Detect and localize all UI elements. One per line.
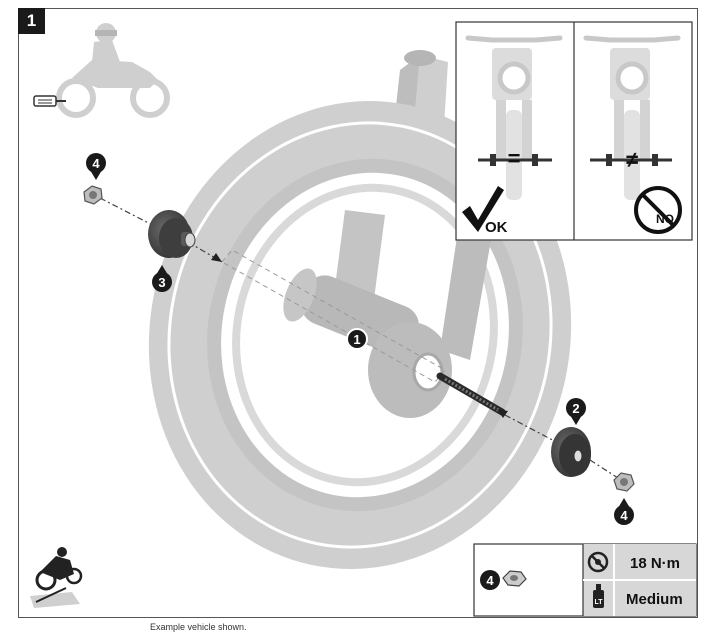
svg-text:NO: NO xyxy=(656,212,674,226)
nut-left xyxy=(83,185,103,205)
axle-path-ghost xyxy=(221,249,446,383)
svg-text:4: 4 xyxy=(92,156,100,171)
alignment-inset: = OK ≠ NO xyxy=(455,21,693,241)
aligned-fork-panel: = OK xyxy=(462,35,563,236)
svg-text:2: 2 xyxy=(572,401,579,416)
nut-icon xyxy=(502,570,527,587)
svg-text:OK: OK xyxy=(485,219,508,236)
motorcycle-rider-icon xyxy=(56,23,170,118)
torque-table: 4 18 N·m LT Medium xyxy=(473,543,697,617)
misaligned-fork-panel: ≠ NO xyxy=(583,35,682,234)
svg-text:=: = xyxy=(508,146,521,171)
svg-text:1: 1 xyxy=(353,332,360,347)
svg-text:4: 4 xyxy=(620,508,628,523)
callout-2: 2 xyxy=(566,398,586,425)
svg-text:LT: LT xyxy=(594,599,603,606)
arrow-left xyxy=(211,253,222,262)
spacer-left xyxy=(148,210,196,258)
caption-text: Example vehicle shown. xyxy=(150,622,247,632)
diagram-frame xyxy=(18,8,698,618)
axle xyxy=(436,372,506,416)
torque-wrench-icon xyxy=(587,551,609,573)
spacer-right xyxy=(551,427,591,477)
callout-1: 1 xyxy=(346,328,368,350)
svg-text:3: 3 xyxy=(158,275,165,290)
motorcycle-stand-icon xyxy=(30,547,83,608)
svg-text:Medium: Medium xyxy=(626,591,683,608)
svg-text:4: 4 xyxy=(486,573,494,588)
arrow-right xyxy=(497,409,508,418)
svg-text:18 N·m: 18 N·m xyxy=(630,555,680,572)
svg-text:≠: ≠ xyxy=(626,147,638,172)
callout-4-left: 4 xyxy=(86,153,106,180)
nut-right xyxy=(613,472,635,492)
step-number-badge: 1 xyxy=(18,8,45,34)
callout-3: 3 xyxy=(152,265,172,292)
threadlock-icon: LT xyxy=(593,584,604,608)
callout-4-right: 4 xyxy=(614,498,634,525)
pointing-hand-icon xyxy=(33,95,66,107)
